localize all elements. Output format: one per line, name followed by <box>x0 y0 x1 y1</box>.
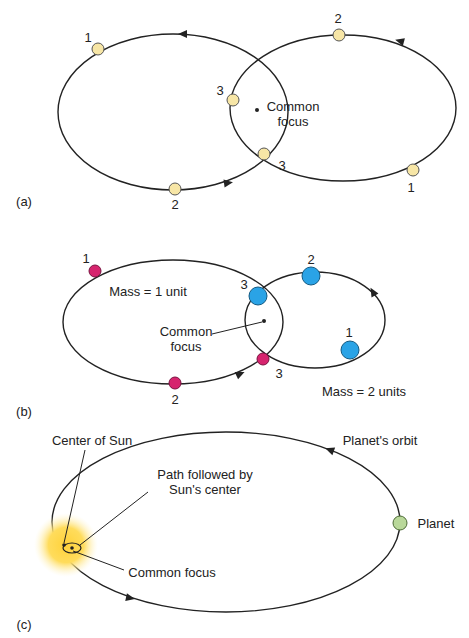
star-dot <box>341 341 359 359</box>
orbit-label: 2 <box>171 197 178 212</box>
orbit-label: Common focus <box>265 99 321 129</box>
focus-point <box>262 319 266 323</box>
star-dot <box>257 353 269 365</box>
orbit-label: 1 <box>345 325 352 340</box>
planet <box>393 516 407 530</box>
orbit-label: Path followed by Sun's center <box>143 467 268 497</box>
star-dot <box>407 164 419 176</box>
focus-point <box>255 108 259 112</box>
star-dot <box>249 287 267 305</box>
orbit-label: 2 <box>171 392 178 407</box>
direction-arrow <box>235 368 247 379</box>
leader-line <box>64 450 85 543</box>
orbit-ellipse <box>52 432 400 612</box>
star-dot <box>227 94 239 106</box>
orbit-label: 2 <box>307 252 314 267</box>
orbit-label: Mass = 2 units <box>322 384 406 399</box>
orbit-ellipse <box>58 34 288 190</box>
leader-line <box>80 492 148 545</box>
orbit-ellipse <box>63 260 283 384</box>
sun-path <box>63 543 81 553</box>
star-dot <box>169 183 181 195</box>
orbit-label: (b) <box>16 404 32 419</box>
star-dot <box>169 377 181 389</box>
orbit-ellipse <box>245 272 385 368</box>
orbit-ellipse <box>230 35 456 181</box>
orbit-label: (a) <box>16 194 32 209</box>
leader-line <box>212 322 262 334</box>
orbit-label: Mass = 1 unit <box>109 284 187 299</box>
direction-arrow <box>394 36 405 46</box>
sun <box>34 513 98 577</box>
orbit-label: Planet's orbit <box>343 433 418 448</box>
orbit-label: 1 <box>407 180 414 195</box>
leader-line <box>73 551 124 570</box>
orbit-label: (c) <box>16 617 31 632</box>
star-dot <box>92 43 104 55</box>
direction-arrow <box>324 445 335 456</box>
orbit-label: Common focus <box>158 324 214 354</box>
focus-point <box>70 546 74 550</box>
direction-arrow <box>125 593 135 603</box>
orbit-label: 1 <box>82 251 89 266</box>
orbit-label: 3 <box>275 366 282 381</box>
star-dot <box>333 29 345 41</box>
orbit-label: 3 <box>278 158 285 173</box>
sun-center <box>62 543 66 547</box>
direction-arrow <box>178 30 187 38</box>
orbit-label: 3 <box>240 277 247 292</box>
orbit-label: 2 <box>334 11 341 26</box>
orbit-label: Center of Sun <box>52 433 132 448</box>
direction-arrow <box>367 286 378 298</box>
orbit-label: 3 <box>216 83 223 98</box>
orbit-label: 1 <box>84 30 91 45</box>
orbit-label: Common focus <box>128 565 215 580</box>
direction-arrow <box>223 178 233 187</box>
orbit-label: Planet <box>418 516 455 531</box>
star-dot <box>89 265 101 277</box>
star-dot <box>258 148 270 160</box>
star-dot <box>302 267 320 285</box>
